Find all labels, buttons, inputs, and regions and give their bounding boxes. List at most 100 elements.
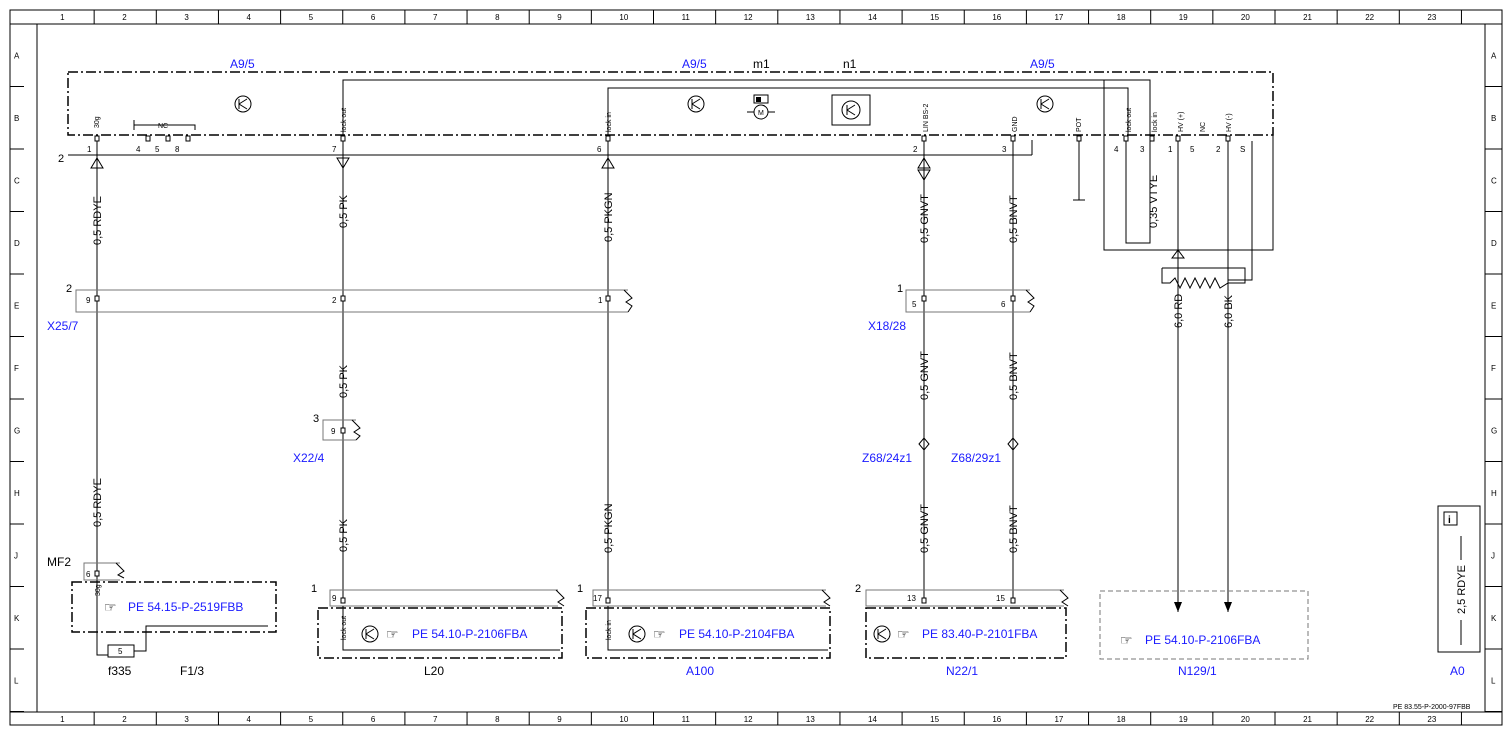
column-number: 17 bbox=[1054, 715, 1063, 724]
column-number: 16 bbox=[992, 13, 1001, 22]
wire-label: 0,5 RDYE bbox=[92, 478, 104, 527]
column-number: 10 bbox=[619, 13, 628, 22]
pin-gnd: GND bbox=[1012, 116, 1019, 132]
x22-4-label[interactable]: X22/4 bbox=[293, 451, 325, 465]
wire-label: 0,5 BNVT bbox=[1008, 195, 1020, 243]
wires bbox=[90, 141, 1019, 598]
column-number: 16 bbox=[992, 715, 1001, 724]
a9-5-label-mid[interactable]: A9/5 bbox=[682, 57, 707, 71]
row-letter: E bbox=[1491, 301, 1496, 310]
x18-28-label[interactable]: X18/28 bbox=[868, 319, 906, 333]
column-number: 22 bbox=[1365, 715, 1374, 724]
row-letter: C bbox=[1491, 176, 1497, 185]
a9-5-module: A9/5 A9/5 A9/5 m1 n1 M bbox=[58, 57, 1274, 201]
pin-num: 5 bbox=[1190, 145, 1195, 154]
a100-pin-label: lock in bbox=[606, 620, 613, 640]
transistor-icon bbox=[1036, 95, 1054, 113]
a9-5-label-right[interactable]: A9/5 bbox=[1030, 57, 1055, 71]
f335-label: f335 bbox=[108, 664, 132, 678]
n22-1-label[interactable]: N22/1 bbox=[946, 664, 978, 678]
pin-lock-out: lock out bbox=[341, 108, 348, 132]
hand-icon: ☞ bbox=[104, 599, 117, 615]
motor-icon-label: M bbox=[758, 110, 764, 117]
l20-pin-label: lock out bbox=[341, 616, 348, 640]
wire-label: 0,5 PK bbox=[338, 518, 350, 552]
pin-num: S bbox=[1240, 145, 1245, 154]
a100-label[interactable]: A100 bbox=[686, 664, 714, 678]
x25-7-connector bbox=[75, 289, 633, 313]
row-letter: F bbox=[14, 364, 19, 373]
hv-harness bbox=[1103, 80, 1274, 612]
wire-label: 0,5 PK bbox=[338, 194, 350, 228]
n22-1-num: 2 bbox=[855, 583, 861, 595]
z68-29z1-label[interactable]: Z68/29z1 bbox=[951, 451, 1001, 465]
pin-num: 1 bbox=[1168, 145, 1173, 154]
pin-num: 4 bbox=[1114, 145, 1119, 154]
pin-lin-bs2: LIN BS-2 bbox=[923, 103, 930, 132]
row-letter: B bbox=[14, 114, 19, 123]
hand-icon: ☞ bbox=[653, 626, 666, 642]
n1-label: n1 bbox=[843, 57, 857, 71]
column-number: 3 bbox=[184, 13, 189, 22]
row-letter: J bbox=[1491, 551, 1495, 560]
l20-pin: 9 bbox=[332, 594, 337, 603]
x25-7-label[interactable]: X25/7 bbox=[47, 319, 79, 333]
column-number: 5 bbox=[309, 13, 314, 22]
fuse-number: 5 bbox=[118, 647, 123, 656]
a100-pin: 17 bbox=[593, 594, 602, 603]
wire-label: 0,5 GNVT bbox=[919, 194, 931, 243]
pin-pot: POT bbox=[1076, 117, 1083, 132]
column-number: 22 bbox=[1365, 13, 1374, 22]
column-number: 12 bbox=[744, 715, 753, 724]
wire-label: 6,0 BK bbox=[1223, 294, 1235, 328]
x18-28-num: 1 bbox=[897, 283, 903, 295]
n129-1-label[interactable]: N129/1 bbox=[1178, 664, 1217, 678]
column-number: 19 bbox=[1179, 715, 1188, 724]
nc-label: NC bbox=[158, 123, 168, 130]
ref-link-n22-1[interactable]: PE 83.40-P-2101FBA bbox=[922, 627, 1037, 641]
a9-5-label-left[interactable]: A9/5 bbox=[230, 57, 255, 71]
row-letter: F bbox=[1491, 364, 1496, 373]
transistor-icon bbox=[831, 94, 871, 126]
column-number: 20 bbox=[1241, 715, 1250, 724]
ref-link-n129-1[interactable]: PE 54.10-P-2106FBA bbox=[1145, 633, 1260, 647]
a100-box bbox=[585, 589, 831, 659]
a0-label[interactable]: A0 bbox=[1450, 664, 1465, 678]
column-number: 6 bbox=[371, 715, 376, 724]
column-number: 15 bbox=[930, 13, 939, 22]
row-letter: E bbox=[14, 301, 19, 310]
row-letter: A bbox=[14, 51, 20, 60]
x18-28-pin: 6 bbox=[1001, 300, 1006, 309]
n22-1-pin: 15 bbox=[996, 594, 1005, 603]
column-number: 2 bbox=[122, 13, 127, 22]
ref-link-mf2[interactable]: PE 54.15-P-2519FBB bbox=[128, 600, 243, 614]
pin-num: 7 bbox=[332, 145, 337, 154]
a0-legend bbox=[1437, 505, 1481, 653]
row-letter: B bbox=[1491, 114, 1496, 123]
x25-7-pin: 9 bbox=[86, 296, 91, 305]
x25-7-pin: 2 bbox=[332, 296, 337, 305]
m1-label: m1 bbox=[753, 57, 770, 71]
wire-label: 0,5 BNVT bbox=[1008, 505, 1020, 553]
bus-number: 2 bbox=[58, 153, 64, 165]
pin-lock-in: lock in bbox=[606, 112, 613, 132]
row-letter: H bbox=[1491, 489, 1497, 498]
wire-label: 6,0 RD bbox=[1173, 294, 1185, 328]
x22-4-num: 3 bbox=[313, 413, 319, 425]
column-number: 8 bbox=[495, 13, 500, 22]
ref-link-a100[interactable]: PE 54.10-P-2104FBA bbox=[679, 627, 794, 641]
column-number: 10 bbox=[619, 715, 628, 724]
wire-label: 0,5 BNVT bbox=[1008, 352, 1020, 400]
column-number: 14 bbox=[868, 715, 877, 724]
mf2-label[interactable]: MF2 bbox=[47, 555, 71, 569]
row-letter: L bbox=[1491, 676, 1496, 685]
row-letter: K bbox=[1491, 614, 1497, 623]
ref-link-l20[interactable]: PE 54.10-P-2106FBA bbox=[412, 627, 527, 641]
pin-nc-2: NC bbox=[1200, 122, 1207, 132]
column-number: 17 bbox=[1054, 13, 1063, 22]
info-icon[interactable]: i bbox=[1448, 515, 1451, 526]
z68-24z1-label[interactable]: Z68/24z1 bbox=[862, 451, 912, 465]
x18-28-connector bbox=[905, 289, 1035, 313]
l20-num: 1 bbox=[311, 583, 317, 595]
column-number: 19 bbox=[1179, 13, 1188, 22]
